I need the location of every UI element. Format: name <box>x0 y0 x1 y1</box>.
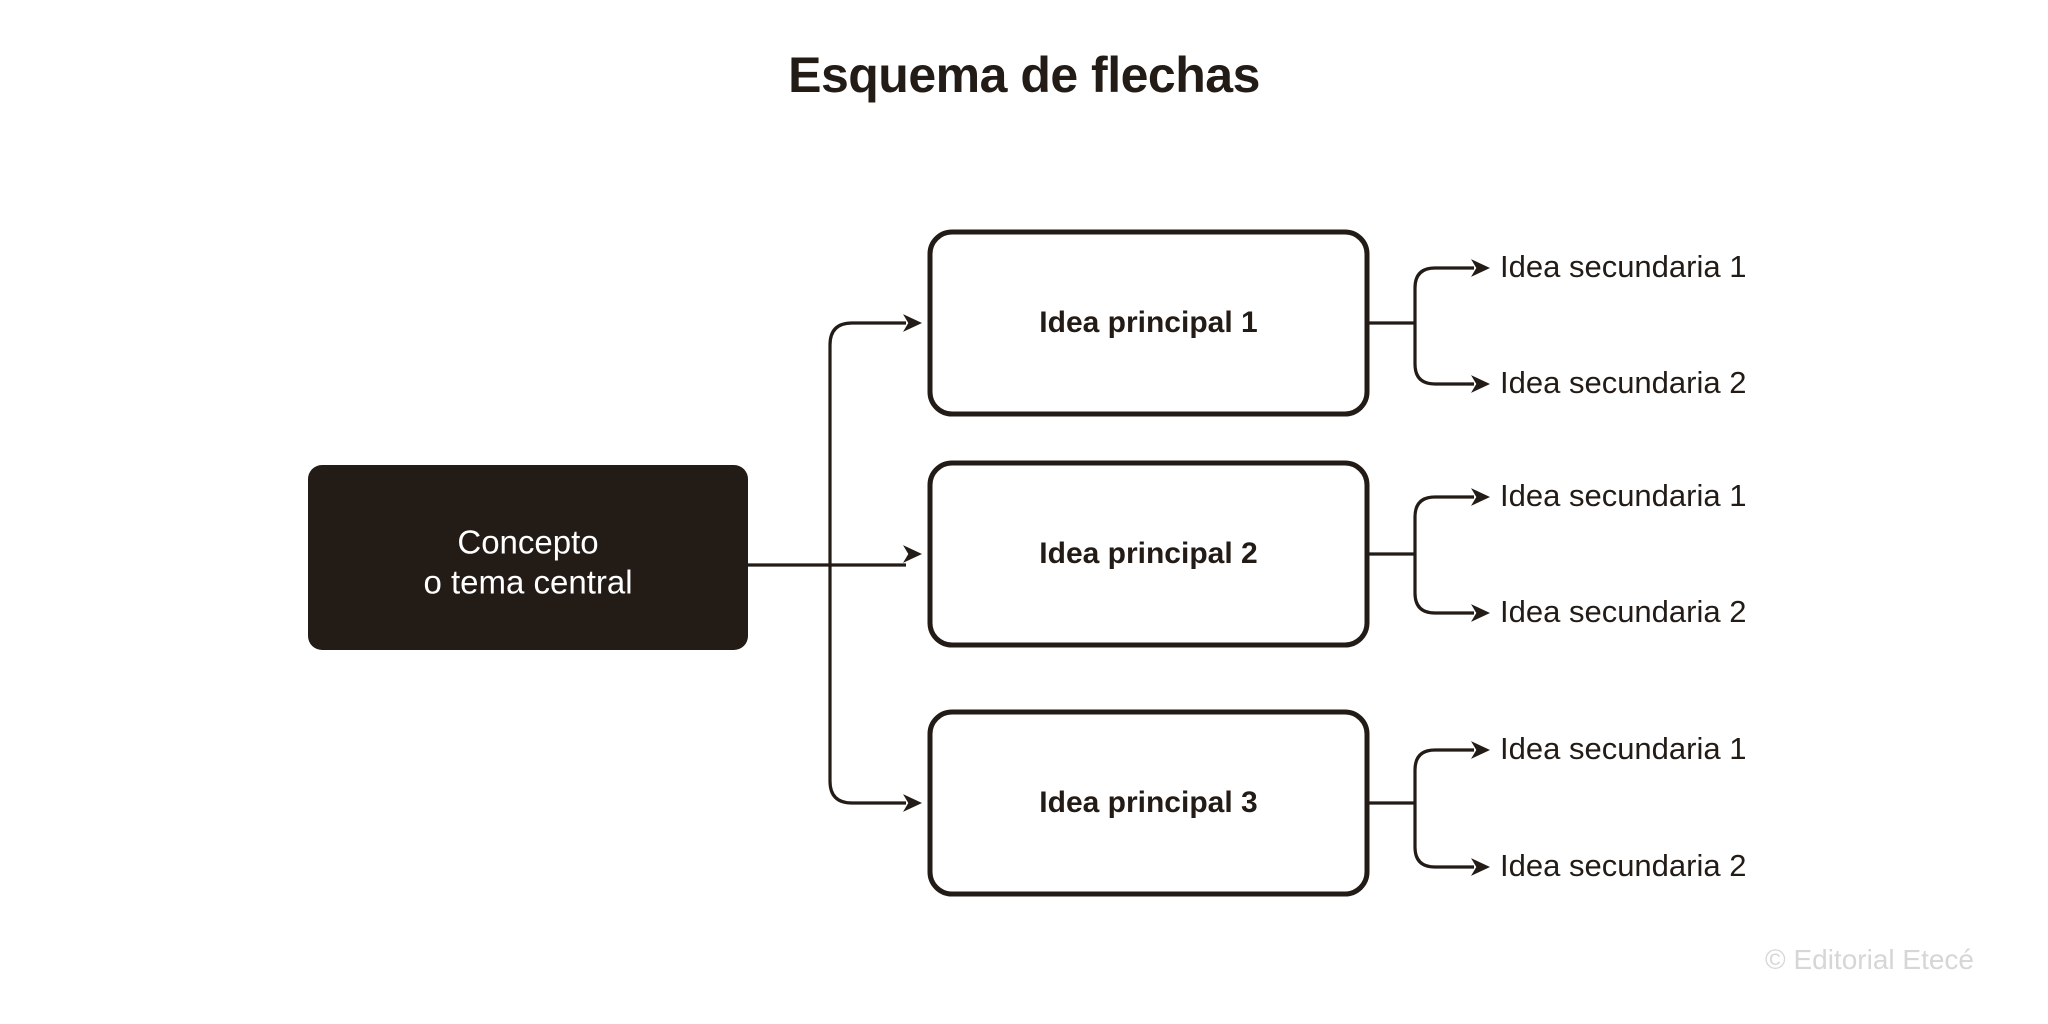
leaf-connector-2-2 <box>1413 554 1474 615</box>
leaf-connector-1-1 <box>1413 266 1474 323</box>
main-idea-box-1[interactable] <box>927 229 1370 417</box>
page-title: Esquema de flechas <box>788 47 1260 103</box>
leaf-arrow-3-2 <box>1471 858 1490 876</box>
main-branch-arrow-3 <box>903 794 922 812</box>
leaf-connector-3-1 <box>1413 748 1474 803</box>
leaf-arrow-3-1 <box>1471 741 1490 759</box>
secondary-idea-label-3-2: Idea secundaria 2 <box>1500 848 1746 883</box>
main-branch-arrow-1 <box>903 314 922 332</box>
spine-upper <box>828 321 906 565</box>
leaf-arrow-2-1 <box>1471 488 1490 506</box>
spine-lower <box>828 565 906 805</box>
secondary-idea-label-3-1: Idea secundaria 1 <box>1500 731 1746 766</box>
main-idea-label-3: Idea principal 3 <box>1039 786 1257 819</box>
leaf-connector-2-1 <box>1413 495 1474 554</box>
leaf-arrow-1-2 <box>1471 375 1490 393</box>
leaf-arrow-2-2 <box>1471 604 1490 622</box>
secondary-idea-label-1-2: Idea secundaria 2 <box>1500 365 1746 400</box>
secondary-idea-label-2-1: Idea secundaria 1 <box>1500 478 1746 513</box>
main-idea-box-3[interactable] <box>927 709 1370 897</box>
connectors-layer <box>748 259 1490 876</box>
secondary-idea-label-1-1: Idea secundaria 1 <box>1500 249 1746 284</box>
watermark: © Editorial Etecé <box>1765 944 1974 975</box>
leaf-connector-3-2 <box>1413 803 1474 869</box>
leaf-arrow-1-1 <box>1471 259 1490 277</box>
leaf-connector-1-2 <box>1413 323 1474 386</box>
central-concept-box[interactable] <box>308 465 748 650</box>
main-idea-label-2: Idea principal 2 <box>1039 537 1257 570</box>
central-concept-line-2: o tema central <box>423 564 632 601</box>
main-idea-label-1: Idea principal 1 <box>1039 306 1257 339</box>
central-concept-line-1: Concepto <box>457 524 598 561</box>
main-idea-box-2[interactable] <box>927 460 1370 648</box>
secondary-idea-label-2-2: Idea secundaria 2 <box>1500 594 1746 629</box>
main-branch-arrow-2 <box>903 545 922 563</box>
